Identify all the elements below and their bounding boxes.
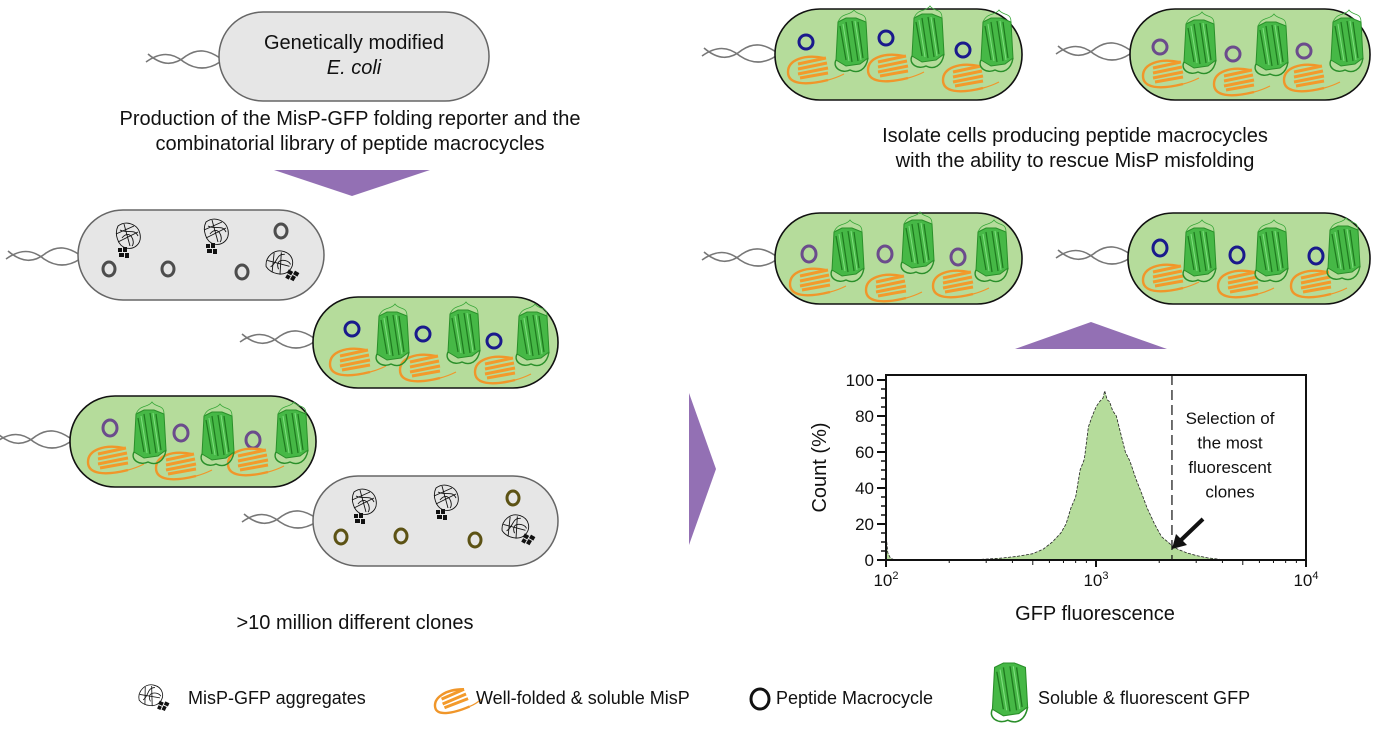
folded-misp-icon (433, 687, 483, 715)
flagellum-icon (701, 248, 777, 267)
y-tick-label: 20 (855, 515, 874, 534)
legend-item-gfp: Soluble & fluorescent GFP (988, 662, 1250, 731)
x-tick-label: 104 (1293, 570, 1318, 590)
macrocycle-icon (749, 687, 771, 711)
legend-label: MisP-GFP aggregates (188, 688, 366, 708)
legend-item-folded-misp: Well-folded & soluble MisP (428, 684, 690, 719)
selection-annotation: Selection of the most fluorescent clones (1186, 409, 1275, 502)
up-arrow (1015, 322, 1167, 349)
macrocycle-icon (1151, 238, 1325, 266)
legend-label: Well-folded & soluble MisP (476, 688, 690, 708)
step2-caption-line1: Isolate cells producing peptide macrocyc… (882, 125, 1268, 147)
step1-caption-line2: combinatorial library of peptide macrocy… (155, 133, 545, 155)
aggregate-icon (138, 684, 170, 712)
histogram-chart: 0 20 40 60 80 100 102 103 104 Count (%) GFP flu… (809, 371, 1319, 625)
step1-caption: Production of the MisP-GFP folding repor… (40, 107, 660, 157)
macrocycle-icon (797, 29, 972, 59)
flagellum-icon (241, 510, 317, 529)
right-arrow (689, 393, 716, 545)
y-axis-label: Count (%) (809, 422, 831, 512)
flagellum-icon (5, 247, 81, 266)
annotation-line: the most (1197, 434, 1262, 453)
cell-selected-1 (701, 5, 1023, 101)
down-arrow (274, 170, 430, 196)
x-tick-label: 102 (873, 570, 898, 590)
cell-selected-3 (701, 211, 1023, 305)
flagellum-icon (701, 44, 777, 63)
gfp-barrel-icon (990, 662, 1029, 723)
legend-item-macrocycle: Peptide Macrocycle (748, 684, 933, 719)
parent-cell-line2: E. coli (326, 57, 382, 79)
cell-rescued-1 (239, 296, 559, 389)
cell-aggregate-1 (5, 209, 325, 301)
annotation-line: clones (1205, 483, 1254, 502)
annotation-line: fluorescent (1188, 458, 1271, 477)
ecoli-cell-parent (145, 11, 490, 102)
cell-aggregate-2 (241, 475, 559, 567)
cell-selected-2 (1055, 8, 1371, 101)
y-tick-label: 40 (855, 479, 874, 498)
flagellum-icon (145, 50, 221, 69)
cell-rescued-2 (0, 395, 317, 488)
y-tick-label: 100 (846, 371, 874, 390)
step2-caption: Isolate cells producing peptide macrocyc… (780, 124, 1370, 174)
flagellum-icon (1055, 246, 1131, 265)
macrocycle-icon (343, 320, 503, 350)
macrocycle-icon (1151, 38, 1313, 63)
x-tick-label: 103 (1083, 570, 1108, 590)
legend: MisP-GFP aggregates Well-folded & solubl… (128, 662, 1328, 723)
x-axis-label: GFP fluorescence (1015, 603, 1175, 625)
annotation-line: Selection of (1186, 409, 1275, 428)
parent-cell-line1: Genetically modified (263, 32, 445, 54)
parent-cell-label: Genetically modified E. coli (219, 31, 489, 81)
macrocycle-icon (800, 244, 967, 267)
y-tick-label: 60 (855, 443, 874, 462)
step2-caption-line2: with the ability to rescue MisP misfoldi… (895, 150, 1255, 172)
flagellum-icon (0, 430, 71, 449)
library-caption: >10 million different clones (236, 612, 474, 634)
y-tick-label: 80 (855, 407, 874, 426)
legend-label: Peptide Macrocycle (776, 688, 934, 708)
flagellum-icon (239, 330, 315, 349)
legend-item-aggregates: MisP-GFP aggregates (128, 684, 366, 719)
step1-caption-line1: Production of the MisP-GFP folding repor… (119, 108, 581, 130)
flagellum-icon (1055, 42, 1131, 61)
macrocycle-icon (101, 222, 289, 281)
legend-label: Soluble & fluorescent GFP (1038, 688, 1251, 708)
arrow-icon (1172, 517, 1205, 549)
cell-selected-4 (1055, 212, 1371, 305)
macrocycle-icon (333, 489, 521, 549)
y-tick-label: 0 (865, 551, 874, 570)
